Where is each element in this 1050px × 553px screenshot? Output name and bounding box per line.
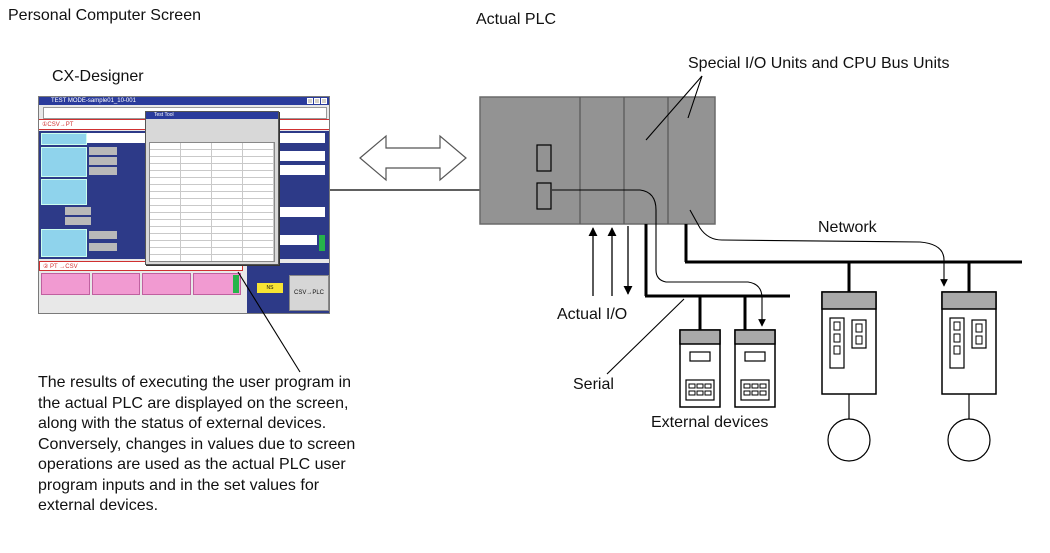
cx-designer-label: CX-Designer	[52, 68, 144, 85]
special-units-pointer	[645, 75, 703, 141]
caption-line: external devices.	[38, 497, 159, 514]
pc-screen-label: Personal Computer Screen	[8, 7, 201, 24]
network-label: Network	[818, 219, 877, 236]
dialog-title: Test Tool	[146, 112, 278, 119]
bidirectional-block-arrow	[359, 134, 467, 182]
network-cable	[689, 209, 948, 287]
screenshot-bottom-panel: ② PT →CSV	[39, 261, 243, 271]
special-units-label: Special I/O Units and CPU Bus Units	[688, 55, 950, 72]
external-device	[734, 329, 776, 408]
actual-io-label: Actual I/O	[557, 306, 628, 323]
description-caption: The results of executing the user progra…	[38, 373, 378, 517]
cpu-port-top	[536, 144, 552, 172]
caption-line: program inputs and in the set values for	[38, 476, 320, 494]
cx-designer-screenshot: TEST MODE-sample01_10-001 ①CSV→PT ② PT →…	[38, 96, 330, 314]
external-devices-label: External devices	[651, 414, 769, 431]
screenshot-csv-plc-button: CSV→PLC	[289, 275, 329, 311]
window-buttons	[307, 98, 327, 104]
caption-line: Conversely, changes in values due to scr…	[38, 435, 356, 453]
caption-line: along with the status of external device…	[38, 415, 327, 432]
screenshot-pink-buttons	[41, 273, 241, 295]
external-device	[679, 329, 721, 408]
serial-cable	[552, 189, 766, 327]
servo-drive	[821, 291, 877, 462]
caption-line: operations are used as the actual PLC us…	[38, 456, 346, 473]
cpu-port-bottom	[536, 182, 552, 210]
plc-rack	[479, 96, 716, 225]
dialog-grid	[149, 142, 275, 262]
screenshot-test-tool-dialog: Test Tool	[145, 111, 279, 265]
screenshot-yellow-label: NS	[257, 283, 283, 293]
serial-label: Serial	[573, 376, 614, 393]
special-units-pointer	[687, 75, 703, 119]
screenshot-green-marker	[233, 275, 239, 293]
servo-drive	[941, 291, 997, 462]
actual-plc-label: Actual PLC	[476, 11, 557, 28]
caption-line: The results of executing the user progra…	[38, 374, 352, 391]
serial-pointer	[606, 298, 685, 375]
caption-pointer	[237, 271, 301, 373]
screenshot-titlebar: TEST MODE-sample01_10-001	[39, 97, 329, 105]
caption-line: the actual PLC are displayed on the scre…	[38, 394, 349, 412]
